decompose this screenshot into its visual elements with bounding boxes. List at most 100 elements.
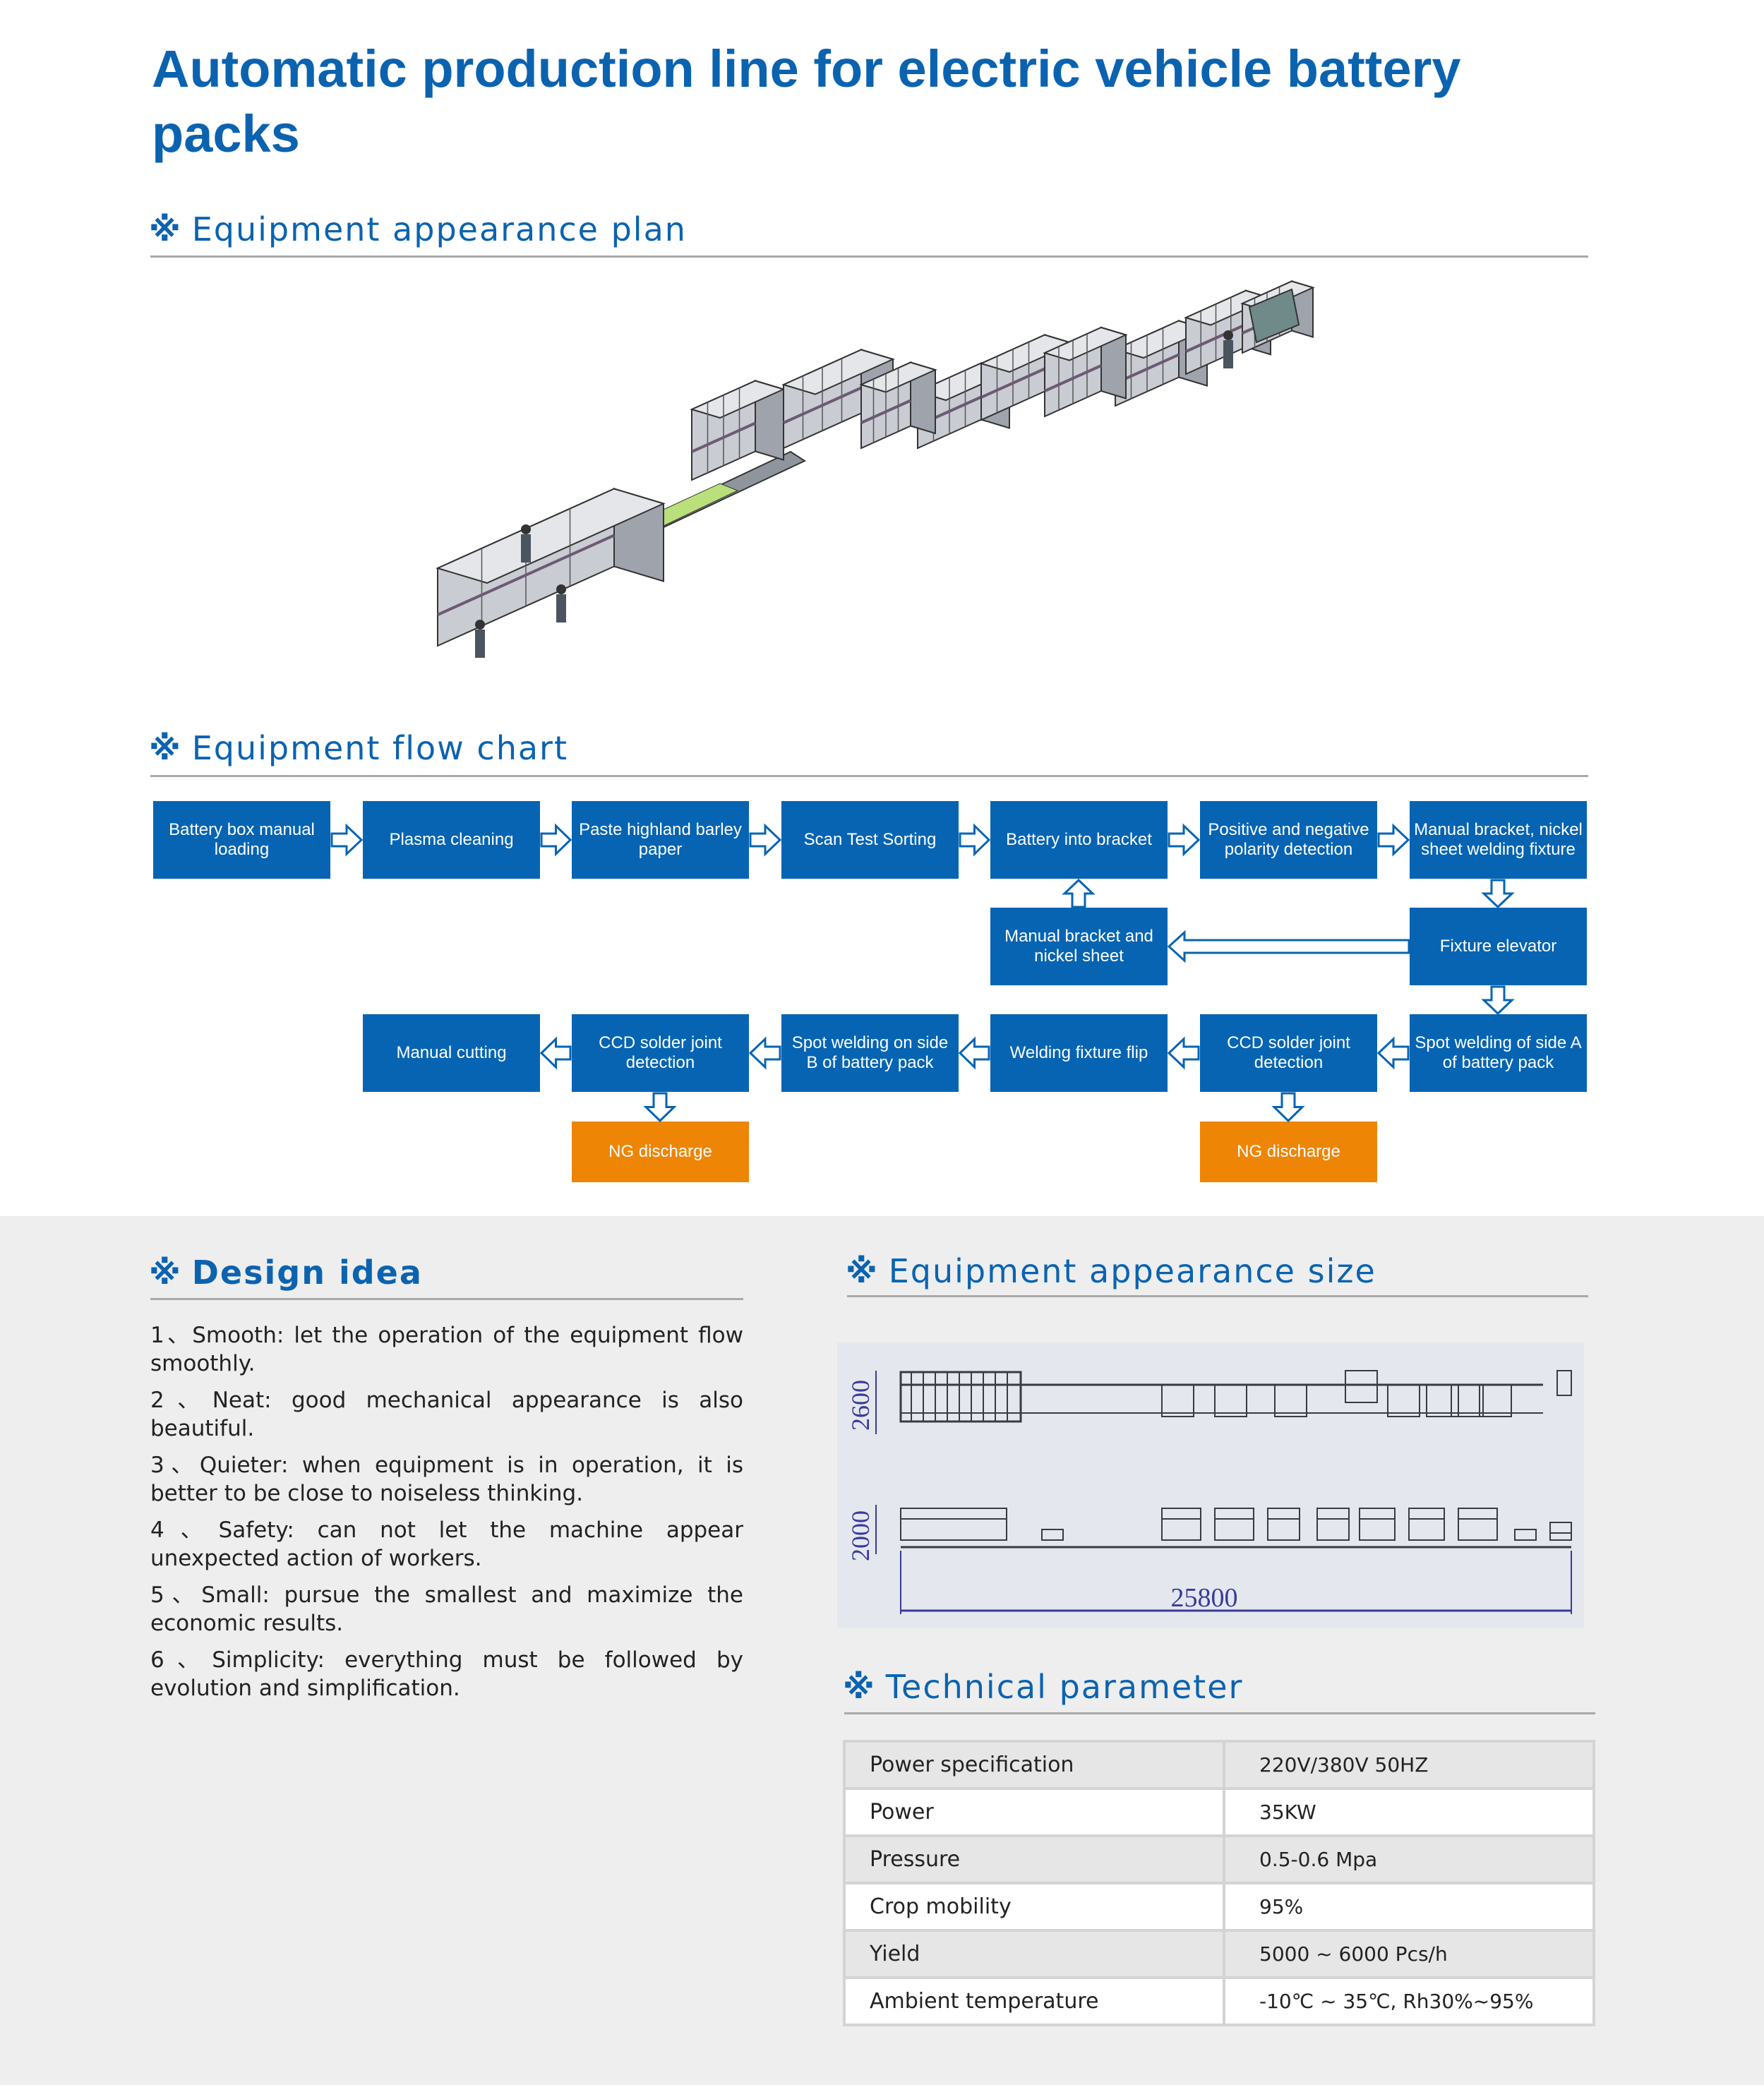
- param-value: 0.5-0.6 Mpa: [1223, 1834, 1595, 1884]
- machine-module: [690, 379, 786, 481]
- machine-top: [781, 349, 895, 395]
- section-mark: ※: [149, 729, 182, 767]
- flow-step: Welding fixture flip: [990, 1014, 1168, 1092]
- section-title: Equipment appearance size: [888, 1252, 1376, 1290]
- page-title: Automatic production line for electric v…: [152, 40, 1461, 163]
- param-value: 220V/380V 50HZ: [1223, 1740, 1595, 1790]
- section-title: Design idea: [191, 1254, 423, 1292]
- flow-step: Manual bracket and nickel sheet: [990, 908, 1168, 985]
- param-label: Yield: [843, 1929, 1225, 1979]
- dimension-2600: 2600: [846, 1380, 875, 1431]
- section-mark: ※: [149, 210, 182, 248]
- flow-step: Battery box manual loading: [153, 801, 330, 879]
- top-view-module: [1426, 1384, 1459, 1417]
- top-view-module: [1479, 1384, 1512, 1417]
- machine-module: [1043, 326, 1128, 418]
- dimension-2000: 2000: [846, 1510, 875, 1561]
- section-divider: [847, 1295, 1588, 1297]
- dimension-25800: 25800: [1170, 1583, 1238, 1613]
- param-label: Pressure: [843, 1834, 1225, 1884]
- side-view-module: [1458, 1508, 1498, 1541]
- param-label: Power specification: [843, 1740, 1225, 1790]
- design-idea-item: 3、Quieter: when equipment is in operatio…: [150, 1453, 743, 1506]
- flow-step: Manual bracket, nickel sheet welding fix…: [1410, 801, 1587, 879]
- flow-arrow-icon: [959, 823, 991, 857]
- design-idea-item: 6、Simplicity: everything must be followe…: [150, 1647, 743, 1701]
- flow-step: CCD solder joint detection: [1200, 1014, 1377, 1092]
- machine-top: [436, 488, 666, 584]
- param-label: Ambient temperature: [843, 1976, 1225, 2026]
- worker-figure: [556, 594, 566, 623]
- dimension-drawing-lines: [875, 1370, 1572, 1614]
- param-value: 35KW: [1223, 1787, 1595, 1837]
- machine-frame: [437, 534, 615, 616]
- flow-arrow-icon: [1377, 823, 1410, 857]
- side-view-module: [1549, 1522, 1572, 1541]
- section-mark: ※: [149, 1254, 182, 1292]
- param-value: -10℃ ~ 35℃, Rh30%~95%: [1223, 1976, 1595, 2026]
- top-view-module: [1556, 1370, 1572, 1396]
- section-title: Equipment flow chart: [191, 729, 568, 767]
- section-divider: [844, 1712, 1595, 1714]
- design-idea-item: 1、Smooth: let the operation of the equip…: [150, 1323, 743, 1376]
- machine-module: [859, 361, 937, 450]
- machine-top: [1043, 326, 1128, 361]
- ng-discharge-step: NG discharge: [572, 1122, 749, 1182]
- section-mark: ※: [846, 1252, 879, 1290]
- side-view-module: [900, 1508, 1007, 1541]
- flow-arrow-icon: [1481, 879, 1515, 909]
- flow-arrow-icon: [1168, 823, 1201, 857]
- design-idea-item: 5、Small: pursue the smallest and maximiz…: [150, 1582, 743, 1636]
- design-idea-list: 1、Smooth: let the operation of the equip…: [150, 1321, 743, 1711]
- table-row: Ambient temperature-10℃ ~ 35℃, Rh30%~95%: [843, 1976, 1595, 2026]
- design-idea-item: 2、Neat: good mechanical appearance is al…: [150, 1388, 743, 1441]
- worker-figure: [556, 584, 566, 594]
- flow-arrow-icon: [643, 1092, 677, 1123]
- side-view-module: [1359, 1508, 1396, 1541]
- flow-arrow-icon: [330, 823, 364, 857]
- section-divider: [150, 256, 1588, 258]
- machine-frame: [1044, 364, 1102, 392]
- param-value: 5000 ~ 6000 Pcs/h: [1223, 1929, 1595, 1979]
- worker-figure: [521, 524, 531, 534]
- dimension-drawing: 2600 2000 25800: [837, 1342, 1584, 1628]
- param-label: Power: [843, 1787, 1225, 1837]
- machine-module: [436, 487, 666, 647]
- top-view-module: [899, 1371, 1022, 1423]
- section-divider: [150, 775, 1588, 777]
- ng-discharge-step: NG discharge: [1200, 1122, 1377, 1182]
- flow-step: Battery into bracket: [990, 801, 1168, 879]
- side-view-module: [1514, 1529, 1537, 1541]
- param-label: Crop mobility: [843, 1882, 1225, 1932]
- flow-arrow-icon: [539, 1036, 572, 1070]
- flow-arrow-icon: [1271, 1092, 1305, 1123]
- param-value: 95%: [1223, 1882, 1595, 1932]
- top-view-module: [1451, 1384, 1484, 1417]
- side-view-module: [1408, 1508, 1445, 1541]
- machine-frame: [860, 399, 911, 424]
- machine-frame: [1185, 323, 1247, 353]
- design-idea-item: 4、Safety: can not let the machine appear…: [150, 1517, 743, 1571]
- flow-step: Spot welding on side B of battery pack: [781, 1014, 959, 1092]
- top-view-module: [1161, 1384, 1194, 1417]
- flow-arrow-icon: [748, 1036, 781, 1070]
- side-view-module: [1161, 1508, 1201, 1541]
- flow-step: CCD solder joint detection: [572, 1014, 749, 1092]
- side-view-module: [1041, 1529, 1064, 1541]
- flow-arrow-icon: [1481, 985, 1515, 1016]
- section-heading-appearance-size: ※Equipment appearance size: [846, 1252, 1376, 1290]
- machine-frame: [691, 421, 756, 453]
- side-view-module: [1316, 1508, 1350, 1541]
- side-view-module: [1267, 1508, 1300, 1541]
- flow-step: Manual cutting: [363, 1014, 540, 1092]
- top-view-height-label: 2600: [843, 1371, 878, 1434]
- flow-step: Scan Test Sorting: [781, 801, 959, 879]
- flow-step: Positive and negative polarity detection: [1200, 801, 1377, 879]
- flow-arrow-icon: [958, 1036, 990, 1070]
